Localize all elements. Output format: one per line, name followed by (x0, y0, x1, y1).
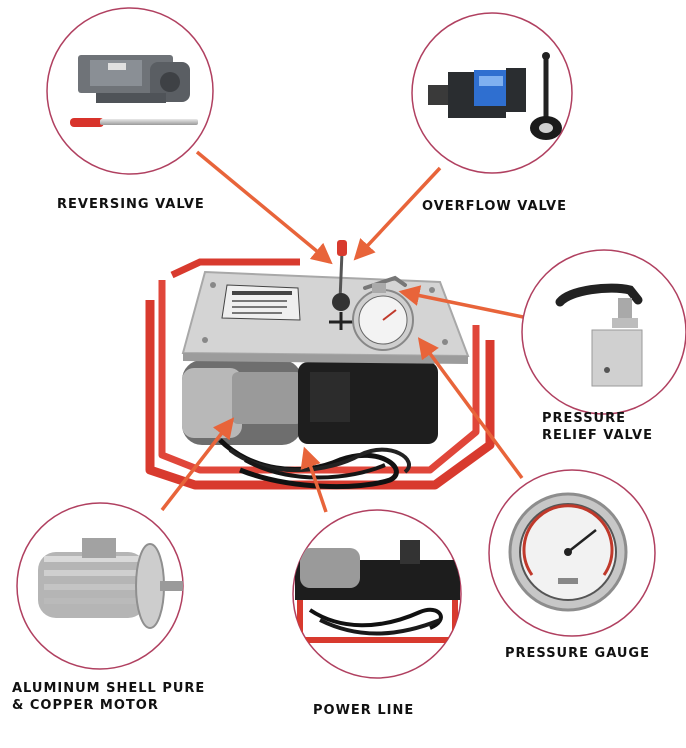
pressure-relief-valve-image (521, 249, 686, 415)
label-motor-line1: ALUMINUM SHELL PURE (12, 681, 206, 696)
label-overflow-valve: OVERFLOW VALVE (422, 198, 567, 215)
label-power-line-text: POWER LINE (313, 703, 415, 718)
label-overflow-valve-text: OVERFLOW VALVE (422, 199, 567, 214)
callout-arrows (160, 150, 529, 513)
label-pressure-relief-line2: RELIEF VALVE (542, 428, 653, 443)
arrow-pressure-gauge (417, 337, 524, 480)
reversing-valve-image (46, 7, 214, 175)
label-power-line: POWER LINE (313, 702, 414, 719)
label-pressure-relief-line1: PRESSURE (542, 411, 627, 426)
label-pressure-gauge-text: PRESSURE GAUGE (505, 646, 650, 661)
label-motor: ALUMINUM SHELL PURE & COPPER MOTOR (12, 680, 205, 714)
overflow-valve-image (411, 12, 573, 174)
power-line-image (292, 509, 462, 679)
arrow-overflow-valve (353, 166, 442, 261)
label-pressure-gauge: PRESSURE GAUGE (505, 645, 650, 662)
welding-machine (145, 240, 495, 490)
label-reversing-valve: REVERSING VALVE (57, 196, 205, 213)
label-motor-line2: & COPPER MOTOR (12, 698, 159, 713)
motor-image (16, 502, 184, 670)
arrow-reversing-valve (195, 150, 333, 265)
label-pressure-relief-valve: PRESSURE RELIEF VALVE (542, 410, 653, 444)
arrow-power-line (300, 446, 328, 513)
arrow-pressure-relief-valve (398, 285, 529, 320)
arrow-motor (160, 417, 235, 512)
label-reversing-valve-text: REVERSING VALVE (57, 197, 205, 212)
pressure-gauge-image (488, 469, 656, 637)
